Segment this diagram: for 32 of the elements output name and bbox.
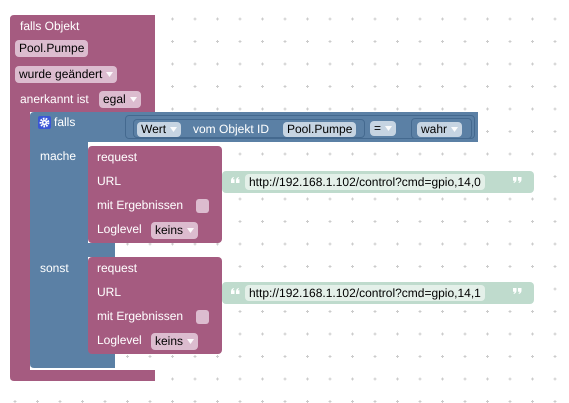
dropdown-field: egal (99, 91, 141, 108)
block-label: vom Objekt ID (193, 122, 270, 137)
block-label: sonst (40, 261, 69, 276)
block-label: Loglevel (97, 222, 142, 237)
block-label: anerkannt ist (20, 92, 89, 107)
boolean-block (411, 118, 472, 139)
request-block (88, 146, 222, 243)
block-label: Loglevel (97, 333, 142, 348)
block-label: falls (54, 115, 76, 130)
block-label: mache (40, 149, 76, 164)
text-field: Pool.Pumpe (15, 40, 88, 57)
block-label: request (97, 261, 138, 276)
block-label: request (97, 150, 138, 165)
text-block (222, 171, 534, 193)
value-block (133, 119, 365, 138)
dropdown-field: keins (151, 222, 198, 239)
block-label: mit Ergebnissen (97, 198, 184, 213)
dropdown-field: wurde geändert (15, 66, 118, 83)
text-field: http://192.168.1.102/control?cmd=gpio,14,0 (245, 174, 485, 190)
dropdown-field: = (370, 121, 396, 136)
dropdown-field: wahr (417, 122, 462, 137)
text-field: http://192.168.1.102/control?cmd=gpio,14,1 (245, 285, 485, 301)
dropdown-field: Wert (137, 122, 182, 137)
block-label: falls Objekt (20, 19, 80, 34)
dropdown-field: keins (151, 333, 198, 350)
text-block (222, 282, 534, 304)
text-field: Pool.Pumpe (283, 122, 356, 137)
block-label: URL (97, 174, 122, 189)
request-block (88, 257, 222, 354)
block-label: URL (97, 285, 122, 300)
comparison-block (125, 115, 475, 139)
block-label: mit Ergebnissen (97, 309, 184, 324)
